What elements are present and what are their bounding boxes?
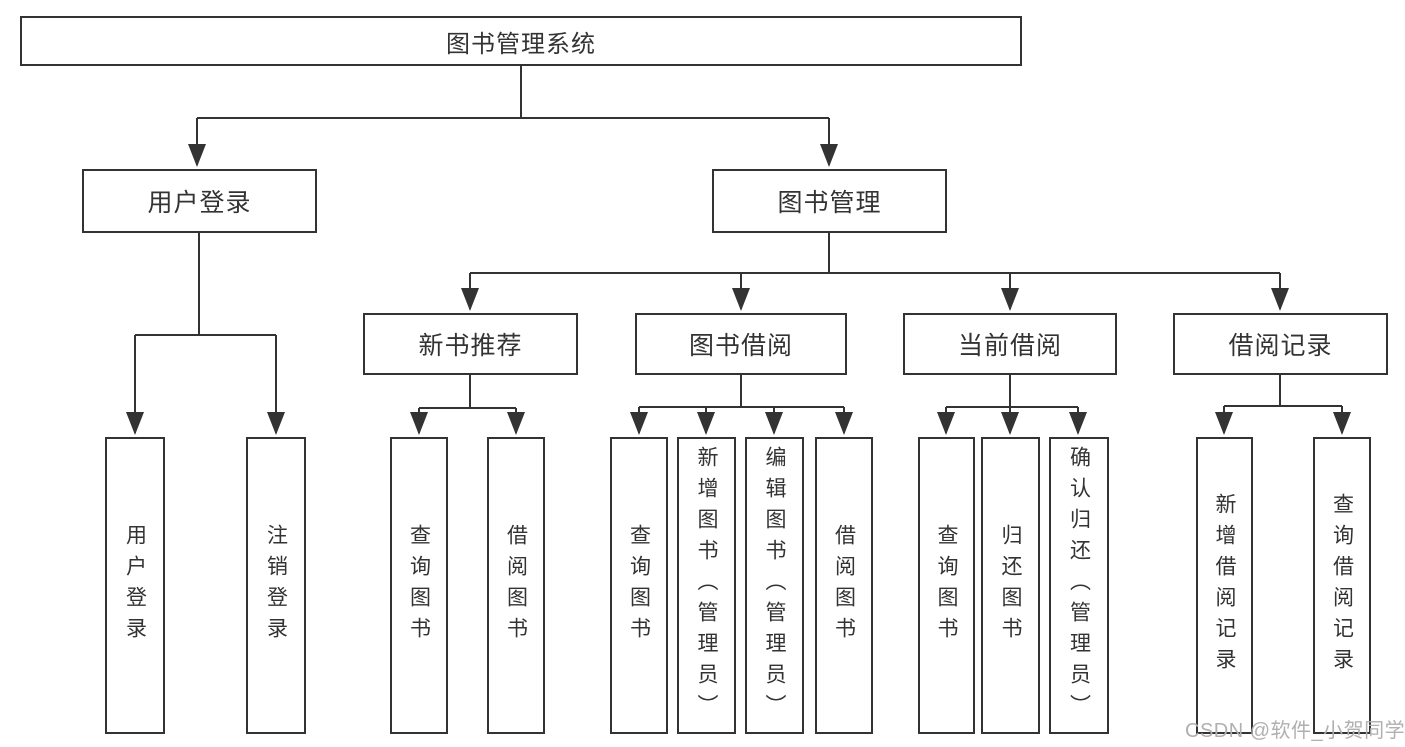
node-current-borrow: 当前借阅 [903, 313, 1117, 375]
node-borrow-records: 借阅记录 [1173, 313, 1388, 375]
node-user-login: 用户登录 [82, 169, 317, 233]
watermark: CSDN @软件_小贺同学 [1185, 720, 1405, 742]
leaf-edit-books-admin: 编辑图书（管理员） [745, 437, 804, 734]
leaf-user-login: 用户登录 [105, 437, 165, 734]
node-book-management: 图书管理 [712, 169, 947, 233]
connector-current-borrow [946, 375, 1078, 408]
connector-borrow-records [1224, 375, 1342, 407]
node-book-borrow: 图书借阅 [635, 313, 847, 375]
leaf-add-books-admin: 新增图书（管理员） [677, 437, 736, 734]
connector-root [197, 66, 829, 119]
node-new-book-recommend: 新书推荐 [363, 313, 578, 375]
connector-user-login [135, 233, 276, 336]
leaf-borrow-books-recommend: 借阅图书 [487, 437, 545, 734]
leaf-return-books: 归还图书 [981, 437, 1040, 734]
leaf-confirm-return-admin: 确认归还（管理员） [1049, 437, 1109, 734]
connector-book-borrow [639, 375, 844, 408]
connector-book-mgmt [470, 233, 1280, 274]
leaf-add-borrow-record: 新增借阅记录 [1196, 437, 1253, 734]
leaf-query-borrow-record: 查询借阅记录 [1313, 437, 1371, 734]
leaf-borrow-books: 借阅图书 [815, 437, 873, 734]
node-root: 图书管理系统 [20, 16, 1022, 66]
leaf-query-books-recommend: 查询图书 [390, 437, 448, 734]
leaf-query-books-borrow: 查询图书 [610, 437, 668, 734]
connector-new-book [419, 375, 516, 409]
leaf-logout: 注销登录 [246, 437, 306, 734]
leaf-query-books-current: 查询图书 [918, 437, 975, 734]
